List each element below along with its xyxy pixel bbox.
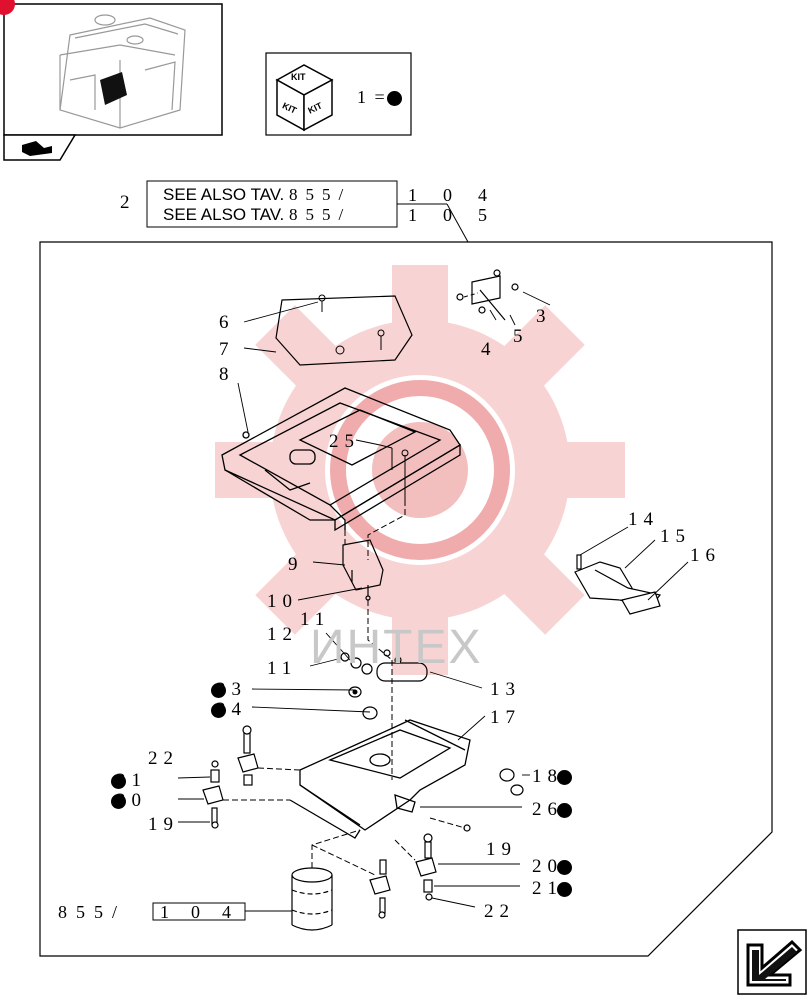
callout-20-left: 20 xyxy=(111,791,147,810)
callout-16: 16 xyxy=(690,545,721,566)
callout-6: 6 xyxy=(219,312,235,333)
see-also-table-2: 855 xyxy=(289,205,339,224)
callout-11-top: 11 xyxy=(300,609,331,630)
callout-8: 8 xyxy=(219,364,235,385)
see-also-ref-number: 2 xyxy=(120,192,136,213)
callout-12: 12 xyxy=(267,624,298,645)
callout-4: 4 xyxy=(481,339,497,360)
see-also-line-1[interactable]: SEE ALSO TAV. 855/ xyxy=(163,185,344,204)
see-also-sheet-2: 105 xyxy=(408,205,513,225)
callout-9: 9 xyxy=(288,554,304,575)
see-also-line-2[interactable]: SEE ALSO TAV. 855/ xyxy=(163,205,344,224)
kit-dot-icon xyxy=(111,774,126,790)
callout-20-right: 20 xyxy=(532,857,572,876)
callout-22-left: 22 xyxy=(148,748,179,769)
see-also-prefix-1: SEE ALSO TAV. xyxy=(163,185,285,204)
callout-25: 25 xyxy=(329,431,360,452)
kit-legend-equals: = xyxy=(374,87,387,107)
callout-18: 18 xyxy=(532,767,572,786)
kit-dot-icon xyxy=(557,860,572,876)
callout-15: 15 xyxy=(660,526,691,547)
callout-21-right: 21 xyxy=(532,879,572,898)
kit-legend: 1 = xyxy=(357,87,402,107)
kit-label-top: KIT xyxy=(291,72,306,82)
callout-26: 26 xyxy=(532,800,572,819)
see-also-prefix-2: SEE ALSO TAV. xyxy=(163,205,285,224)
callout-5: 5 xyxy=(513,326,529,347)
kit-dot-icon xyxy=(557,882,572,898)
kit-dot-icon xyxy=(211,683,226,699)
callout-22-right: 22 xyxy=(484,901,515,922)
kit-dot-icon xyxy=(211,703,226,719)
see-also-sheet-1: 104 xyxy=(408,185,513,205)
callout-7: 7 xyxy=(219,339,235,360)
callout-19-left: 19 xyxy=(148,814,179,835)
callout-17: 17 xyxy=(490,707,521,728)
callout-21-left: 21 xyxy=(111,771,147,790)
callout-14: 14 xyxy=(628,509,659,530)
kit-dot-icon xyxy=(557,770,572,786)
callout-24: 24 xyxy=(211,700,247,719)
kit-dot-icon xyxy=(557,803,572,819)
kit-dot-icon xyxy=(111,794,126,810)
watermark-text: ИНТЕХ xyxy=(310,621,483,674)
callout-13: 13 xyxy=(490,679,521,700)
callout-11: 11 xyxy=(267,658,298,679)
kit-legend-number: 1 xyxy=(357,87,368,107)
kit-dot-icon xyxy=(386,91,402,107)
bottom-ref-table: 855/ xyxy=(58,902,127,922)
bottom-ref-sheet[interactable]: 104 xyxy=(160,902,253,922)
callout-3: 3 xyxy=(536,306,552,327)
callout-19-right: 19 xyxy=(486,839,517,860)
callout-10: 10 xyxy=(267,591,298,612)
callout-23: 23 xyxy=(211,680,247,699)
see-also-table-1: 855 xyxy=(289,185,339,204)
